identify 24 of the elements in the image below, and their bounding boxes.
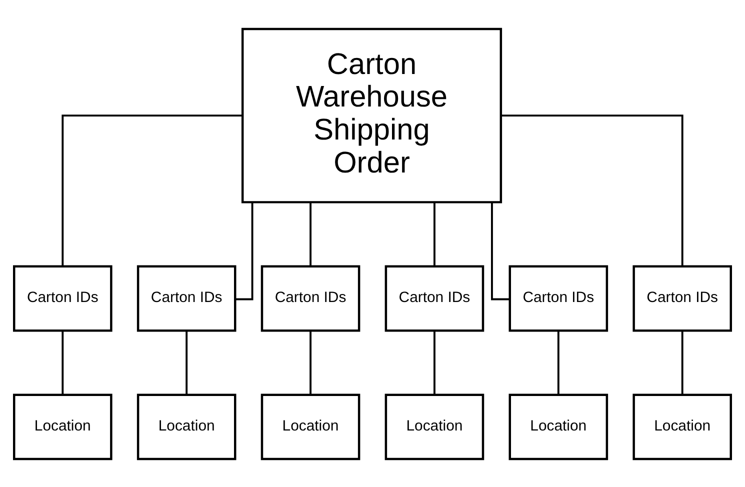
node-box: Location bbox=[508, 393, 608, 460]
node-box: Location bbox=[260, 393, 360, 460]
connector bbox=[490, 202, 510, 300]
connector bbox=[310, 330, 312, 394]
node-box: Carton IDs bbox=[136, 264, 236, 332]
node-box: Location bbox=[632, 393, 732, 460]
connector bbox=[557, 330, 560, 394]
node-box: Carton IDs bbox=[13, 264, 112, 332]
connector bbox=[681, 330, 684, 394]
node-box: Location bbox=[13, 393, 112, 460]
node-box: Carton IDs bbox=[632, 264, 732, 332]
node-box: Carton IDs bbox=[260, 264, 360, 332]
node-box: Carton IDs bbox=[384, 264, 484, 332]
node-box: Carton Warehouse Shipping Order bbox=[241, 27, 502, 203]
node-box: Carton IDs bbox=[508, 264, 608, 332]
connector bbox=[186, 330, 188, 394]
node-box: Location bbox=[384, 393, 484, 460]
connector bbox=[434, 202, 436, 266]
connector bbox=[501, 114, 684, 266]
connector bbox=[62, 114, 242, 266]
connector bbox=[310, 202, 312, 266]
connector bbox=[434, 330, 436, 394]
node-box: Location bbox=[136, 393, 236, 460]
connector bbox=[62, 330, 64, 394]
